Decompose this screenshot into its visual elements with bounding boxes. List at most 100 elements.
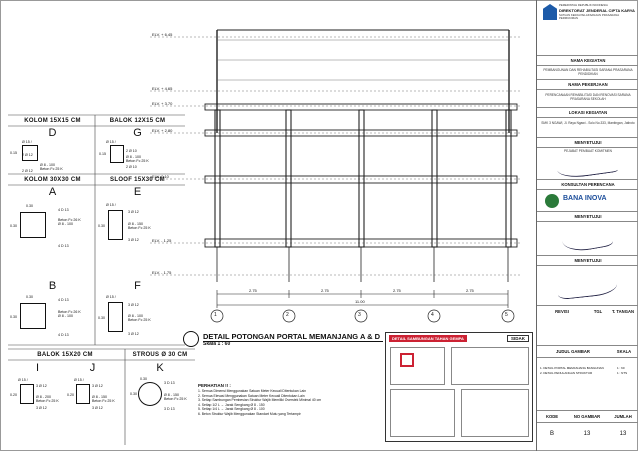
note-1: 1. Semua Dimensi Menggunakan Satuan Mete… — [198, 389, 306, 393]
kode-header-row: KODE NO GAMBAR JUMLAH — [537, 410, 638, 422]
letter-i: I — [35, 362, 40, 374]
e-side: 0.30 — [98, 224, 105, 228]
skala-1: 1 : 60 — [617, 366, 625, 370]
org-2: DIREKTORAT JENDERAL CIPTA KARYA — [559, 8, 635, 13]
b-r4: 4 D 13 — [58, 333, 69, 337]
section-g-box — [110, 145, 124, 163]
nama-kegiatan: PEMBANGUNAN DAN REHABILITASI SARANA PRAS… — [537, 65, 638, 79]
ppk-label: PEJABAT PEMBUAT KOMITMEN — [564, 149, 612, 153]
section-e-box — [108, 210, 123, 240]
a-top: 0.30 — [26, 204, 33, 208]
ppk-cell: PEJABAT PEMBUAT KOMITMEN — [537, 147, 638, 181]
konsultan-name: BANA INOVA — [563, 195, 607, 202]
sloof-15-title: SLOOF 15X30 CM — [110, 177, 165, 183]
a-r1: 4 D 13 — [58, 208, 69, 212]
e-r1: 3 Ø 12 — [128, 210, 139, 214]
g-r3: Beton Fc 25 K — [126, 159, 149, 163]
j-side: 0.20 — [67, 393, 74, 397]
letter-g: G — [133, 127, 142, 139]
nogambar-label: NO GAMBAR — [573, 414, 601, 419]
tgl-label: TGL — [593, 309, 603, 314]
notes-box: PERHATIAN !! : 1. Semua Dimensi Mengguna… — [198, 383, 378, 443]
balok-12-title: BALOK 12X15 CM — [109, 118, 166, 124]
row-menyetujui2-h: MENYETUJUI — [537, 211, 638, 221]
row-nama-pekerjaan-h: NAMA PEKERJAAN — [537, 79, 638, 89]
k-r4: 3 D 13 — [164, 407, 175, 411]
gempa-diagram-2 — [451, 347, 529, 385]
letter-a: A — [48, 186, 57, 198]
d-side: 0.15 — [10, 151, 17, 155]
jumlah-value: 13 — [619, 431, 627, 437]
dim-span-1: 2.75 — [249, 288, 257, 293]
balok-15-title: BALOK 15X20 CM — [37, 352, 93, 358]
dim-span-2: 2.75 — [321, 288, 329, 293]
a-side: 0.30 — [10, 224, 17, 228]
i-r1: 3 Ø 12 — [36, 384, 47, 388]
b-r2: Beton Fc 26 K — [58, 310, 81, 314]
section-i-box — [20, 384, 34, 404]
note-5: 5. Setiap 1/4 L → Jarak Sengkang Ø 8 - 1… — [198, 407, 265, 412]
nama-pekerjaan: PERENCANAAN REHABILITASI DAN RENOVASI SA… — [537, 89, 638, 107]
e-r2: Ø 8 - 150 — [128, 222, 143, 226]
d-top: Ø 15 / — [22, 140, 32, 144]
ttangan-label: T. TANGAN — [611, 309, 635, 314]
gempa-box: DETAIL SAMBUNGAN TAHAN GEMPA SIDAK — [385, 332, 533, 442]
k-r1: 3 D 13 — [164, 381, 175, 385]
g-top: Ø 15 / — [106, 140, 116, 144]
k-side: 0.30 — [130, 392, 137, 396]
k-r2: Ø 8 - 150 — [164, 393, 179, 397]
row-lokasi-h: LOKASI KEGIATAN — [537, 107, 638, 117]
gempa-brand: SIDAK — [506, 335, 529, 342]
pu-logo-icon — [543, 4, 557, 20]
panel-lines — [8, 114, 195, 445]
row-menyetujui1-h: MENYETUJUI — [537, 137, 638, 147]
signature-2-icon — [560, 221, 614, 255]
note-3: 3. Setiap Sambungan Pembesian Struktur W… — [198, 398, 322, 403]
f-r1: 3 Ø 12 — [128, 303, 139, 307]
elv-465: ELV. + 4.65 — [152, 86, 173, 91]
elv-125: ELV. - 1.25 — [152, 238, 172, 243]
elv-010: ELV. 0.10 — [152, 174, 169, 179]
i-r2: Ø 8 - 200 — [36, 395, 51, 399]
f-r2: Ø 8 - 100 — [128, 314, 143, 318]
revisi-label: REVISI — [555, 309, 569, 314]
f-r4: 3 Ø 12 — [128, 332, 139, 336]
judul-header-row: JUDUL GAMBAR SKALA — [537, 345, 638, 357]
j-r1: 3 Ø 12 — [92, 384, 103, 388]
j-r3: Beton Fc 25 K — [92, 399, 115, 403]
konsultan-logo-icon — [545, 194, 559, 208]
d-r2: Ø 8 - 100 — [40, 163, 55, 167]
row-menyetujui3-h: MENYETUJUI — [537, 255, 638, 265]
kode-values-row: B 13 13 — [537, 422, 638, 450]
j-top: Ø 15 / — [74, 378, 84, 382]
a-r2: Beton Fc 26 K — [58, 218, 81, 222]
section-d-box — [22, 145, 38, 161]
dim-total: 11.00 — [355, 299, 365, 304]
skala-2: 1 : NTS — [617, 371, 628, 375]
title-underline — [203, 341, 383, 342]
d-r3: Beton Fc 25 K — [40, 167, 63, 171]
org-1: PEMERINTAH REPUBLIK INDONESIA — [559, 3, 608, 7]
kolom-30-title: KOLOM 30X30 CM — [24, 177, 81, 183]
b-r1: 4 D 13 — [58, 298, 69, 302]
judul-1: 1. DETAIL PORTAL MEMANJANG BANGUNAN — [540, 366, 604, 370]
g-r2: Ø 8 - 100 — [126, 155, 141, 159]
axis-3: 3 — [358, 312, 361, 318]
letter-j: J — [89, 362, 96, 374]
d-r4: 2 Ø 12 — [22, 169, 33, 173]
dim-span-3: 2.75 — [393, 288, 401, 293]
e-top: Ø 15 / — [106, 203, 116, 207]
i-side: 0.20 — [10, 393, 17, 397]
title-bubble — [183, 331, 199, 347]
b-top: 0.30 — [26, 295, 33, 299]
drawing-title: DETAIL POTONGAN PORTAL MEMANJANG A & D — [203, 332, 381, 341]
judul-2: 2. DETAIL PENULANGAN STRUKTUR — [540, 371, 593, 375]
dim-span-4: 2.75 — [466, 288, 474, 293]
i-top: Ø 15 / — [18, 378, 28, 382]
note-6: 6. Beton Struktur Wajib Menggunakan Stan… — [198, 411, 301, 416]
section-a-box — [20, 212, 46, 238]
axis-4: 4 — [431, 312, 434, 318]
b-r3: Ø 8 - 100 — [58, 314, 73, 318]
a-r4: 4 D 13 — [58, 244, 69, 248]
gempa-stirrup-icon — [400, 353, 414, 367]
